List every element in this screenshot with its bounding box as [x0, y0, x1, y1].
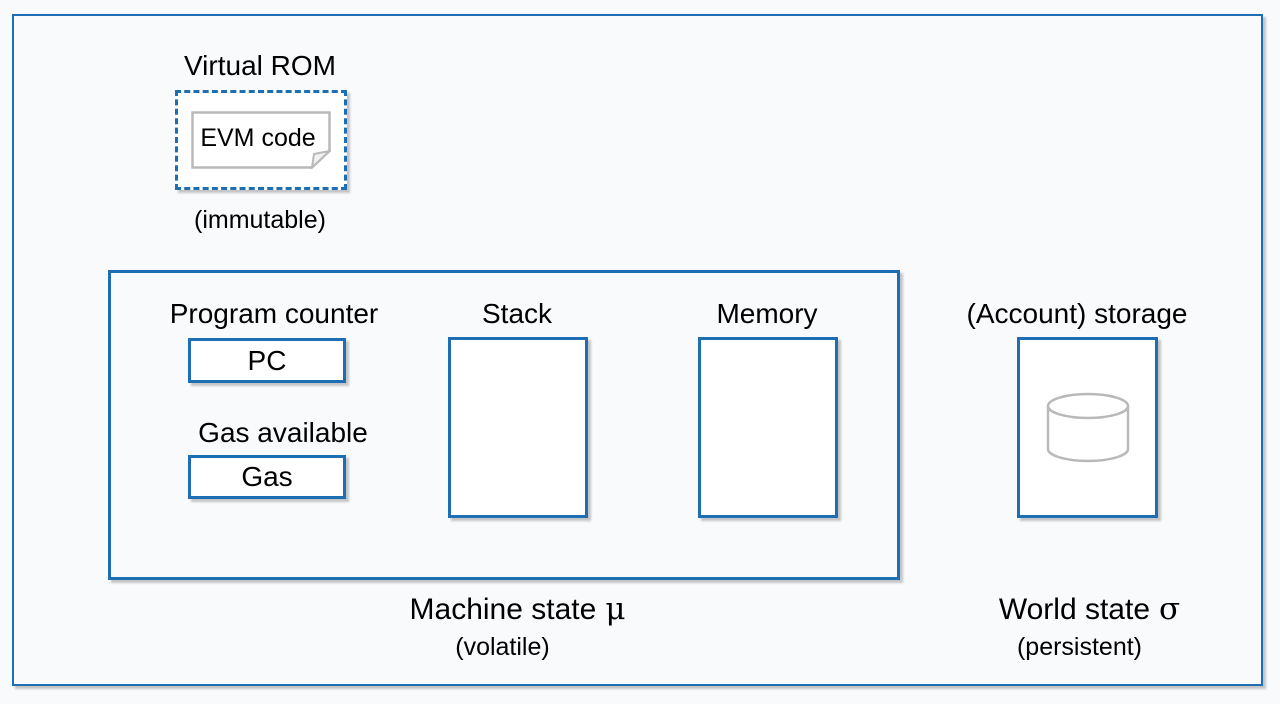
gas-available-label: Gas available [198, 417, 368, 448]
persistent-note: (persistent) [1016, 633, 1143, 661]
world-state-caption-text: World state [998, 593, 1150, 626]
virtual-rom-dashed-box: EVM code [175, 90, 347, 190]
storage-box [1017, 337, 1158, 518]
machine-state-box [108, 270, 900, 580]
pc-label: PC [247, 344, 287, 376]
database-cylinder-icon [1046, 392, 1129, 462]
memory-label: Memory [716, 298, 818, 329]
world-state-caption: World state σ [972, 592, 1207, 627]
volatile-note: (volatile) [455, 633, 550, 661]
evm-code-label: EVM code [200, 123, 316, 152]
machine-state-caption-text: Machine state [409, 593, 597, 626]
account-storage-label: (Account) storage [966, 298, 1188, 329]
outer-frame [12, 14, 1263, 686]
evm-code-note: EVM code [191, 111, 331, 169]
gas-label: Gas [241, 461, 293, 492]
memory-box [698, 337, 838, 518]
immutable-note: (immutable) [194, 206, 326, 234]
virtual-rom-title: Virtual ROM [184, 50, 336, 81]
program-counter-label: Program counter [169, 298, 379, 329]
mu-symbol: μ [605, 591, 626, 627]
stack-label: Stack [481, 298, 553, 329]
gas-box: Gas [188, 455, 346, 499]
note-shape-icon [191, 111, 331, 169]
sigma-symbol: σ [1159, 591, 1181, 627]
pc-box: PC [188, 338, 346, 383]
stack-box [448, 337, 588, 518]
